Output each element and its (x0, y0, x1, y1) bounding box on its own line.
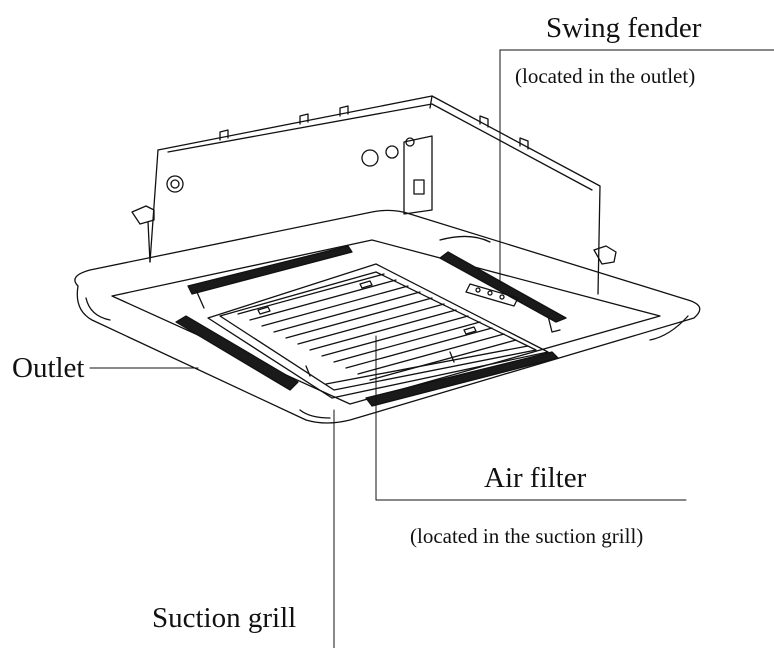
swing-fender-note: (located in the outlet) (515, 64, 696, 88)
suction-grill (207, 263, 549, 399)
outlet-label: Outlet (12, 352, 85, 384)
air-filter-leader (375, 335, 687, 501)
unit-body (131, 95, 617, 295)
outlet-slot-back (187, 245, 353, 295)
outlet-slot-front (365, 351, 559, 407)
swing-fender-detail (195, 283, 561, 333)
leader-lines (89, 49, 774, 648)
outlet-slot-right (439, 251, 567, 323)
decoration-panel (74, 209, 701, 424)
swing-fender-label: Swing fender (546, 12, 702, 44)
air-filter-note: (located in the suction grill) (410, 524, 644, 548)
suction-grill-label: Suction grill (152, 602, 297, 634)
outlet-slots (175, 245, 567, 407)
outlet-slot-left (175, 315, 299, 391)
air-filter-label: Air filter (484, 462, 587, 494)
